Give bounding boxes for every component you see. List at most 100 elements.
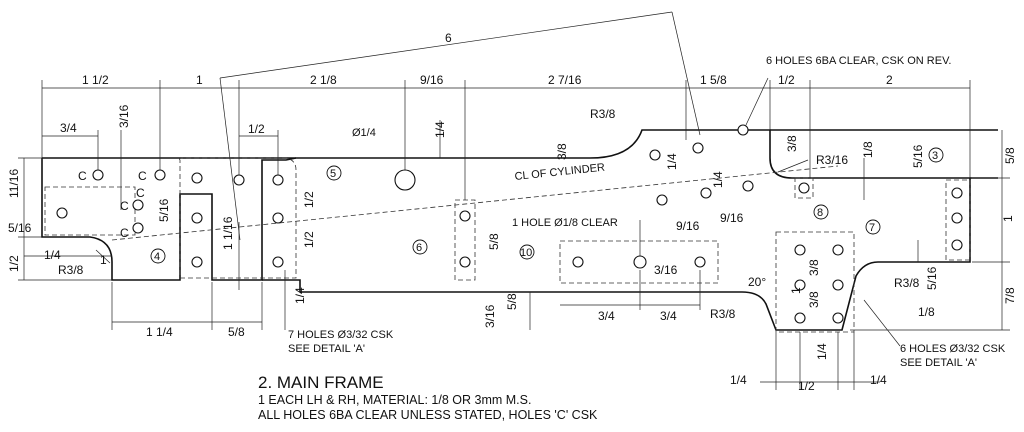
dim-l2: 5/16	[8, 221, 32, 235]
dim-a2: 3/16	[117, 104, 131, 128]
dim-r7: 5/16	[925, 266, 939, 290]
callout-10-text: 10	[520, 247, 532, 259]
dim-b3: 1/4	[293, 287, 307, 304]
dim-top-2: 1	[196, 73, 203, 87]
dim-m6: 9/16	[720, 211, 744, 225]
dim-m10: 3/4	[598, 309, 615, 323]
dim-r38d: R3/8	[894, 276, 920, 290]
hole-6ba-2	[692, 142, 704, 154]
hole-mid-2	[272, 174, 284, 186]
hole-strip10-1	[572, 256, 584, 268]
dim-m7: 3/16	[654, 263, 678, 277]
dim-s2: 3/8	[807, 291, 821, 308]
label-c2: C	[138, 169, 147, 183]
dim-r38c: R3/8	[710, 307, 736, 321]
hole-c-2	[154, 169, 166, 181]
stiffener-outline-left	[179, 157, 297, 279]
note-dia-quarter: Ø1/4	[352, 127, 376, 139]
callout-4	[150, 248, 166, 264]
hole-eighth-clear	[633, 255, 647, 269]
dim-a1: 3/4	[60, 121, 77, 135]
detail-a-area	[44, 186, 136, 236]
dim-m9: 5/8	[505, 293, 519, 310]
dim-m1: 3/8	[555, 143, 569, 160]
note-7-holes-1: 7 HOLES Ø3/32 CSK	[288, 329, 394, 341]
hole-left-1	[191, 172, 203, 184]
dim-b2: 5/8	[228, 325, 245, 339]
callout-6-text: 6	[416, 242, 422, 254]
dim-6: 6	[445, 31, 452, 45]
dim-top-7: 1/2	[778, 73, 795, 87]
dim-top-4: 9/16	[420, 73, 444, 87]
cylinder-centerline	[111, 165, 839, 241]
dim-r8: 1/8	[918, 305, 935, 319]
dim-r6: 7/8	[1003, 287, 1017, 304]
dim-r2: 1/8	[861, 141, 875, 158]
dim-m2: 5/8	[487, 233, 501, 250]
callout-8	[813, 204, 829, 220]
callout-7	[865, 219, 881, 235]
hole-left-2	[191, 212, 203, 224]
title-block: 2. MAIN FRAME 1 EACH LH & RH, MATERIAL: …	[258, 373, 598, 422]
hole-6ba-6	[742, 180, 754, 192]
note-6-holes-2: SEE DETAIL 'A'	[900, 357, 977, 369]
label-c3: C	[120, 199, 129, 213]
hole-strip3-3	[951, 239, 963, 251]
dim-m3: 1/4	[665, 153, 679, 170]
hole-labels: C C C C C	[78, 169, 147, 240]
title-line-2: ALL HOLES 6BA CLEAR UNLESS STATED, HOLES…	[258, 408, 598, 422]
dim-l3: 1/2	[7, 255, 21, 272]
hole-6ba-1	[649, 149, 661, 161]
dim-r1: 3/8	[785, 135, 799, 152]
hole-strip3-1	[951, 187, 963, 199]
hole-c-5	[56, 207, 68, 219]
dim-e1: 1/4	[730, 373, 747, 387]
callout-4-text: 4	[154, 251, 160, 263]
frame-outline	[41, 129, 971, 331]
notes: 6 HOLES 6BA CLEAR, CSK ON REV. Ø1/4 CL O…	[288, 55, 1006, 369]
note-6ba-holes: 6 HOLES 6BA CLEAR, CSK ON REV.	[766, 55, 951, 67]
dim-r38a: R3/8	[58, 263, 84, 277]
hole-mid-4	[272, 256, 284, 268]
dim-n1: 1	[100, 253, 107, 267]
callout-5-text: 5	[330, 168, 336, 180]
title-heading: 2. MAIN FRAME	[258, 373, 384, 392]
hole-c-1	[92, 169, 104, 181]
callout-10	[519, 244, 535, 260]
dim-a3: 1/2	[248, 122, 265, 136]
dim-angle: 20°	[748, 275, 766, 289]
hole-block8	[798, 182, 810, 194]
dim-m4: 1/4	[711, 171, 725, 188]
dim-e4: 1/4	[815, 343, 829, 360]
hole-strip10-3	[694, 256, 706, 268]
dimension-lines	[18, 11, 1010, 390]
callouts	[150, 147, 944, 264]
dim-top-8: 2	[886, 73, 893, 87]
hole-strip6-2	[459, 256, 471, 268]
hole-c-4	[132, 222, 144, 234]
note-7-holes-2: SEE DETAIL 'A'	[288, 343, 365, 355]
hole-6ba-3	[737, 124, 749, 136]
title-line-1: 1 EACH LH & RH, MATERIAL: 1/8 OR 3mm M.S…	[258, 393, 531, 407]
dim-m8: 3/16	[483, 304, 497, 328]
hole-left-3	[191, 256, 203, 268]
hole-strip6-1	[459, 210, 471, 222]
dim-top-1: 1 1/2	[82, 73, 109, 87]
note-6-holes-1: 6 HOLES Ø3/32 CSK	[900, 343, 1006, 355]
frame-mid-step	[262, 279, 301, 292]
label-c5: C	[136, 186, 145, 200]
dim-r316: R3/16	[816, 153, 848, 167]
callout-3	[928, 147, 944, 163]
note-one-hole: 1 HOLE Ø1/8 CLEAR	[512, 217, 618, 229]
dim-top-6: 1 5/8	[700, 73, 727, 87]
callout-3-text: 3	[932, 150, 938, 162]
hole-strip7-4	[832, 244, 844, 256]
dim-s1: 3/8	[807, 259, 821, 276]
dim-one: 1	[789, 287, 803, 294]
hole-6ba-4	[656, 194, 668, 206]
hole-strip7-2	[794, 279, 806, 291]
dim-b4: 1 1/16	[221, 216, 235, 250]
hole-strip3-2	[951, 212, 963, 224]
holes	[56, 124, 963, 324]
